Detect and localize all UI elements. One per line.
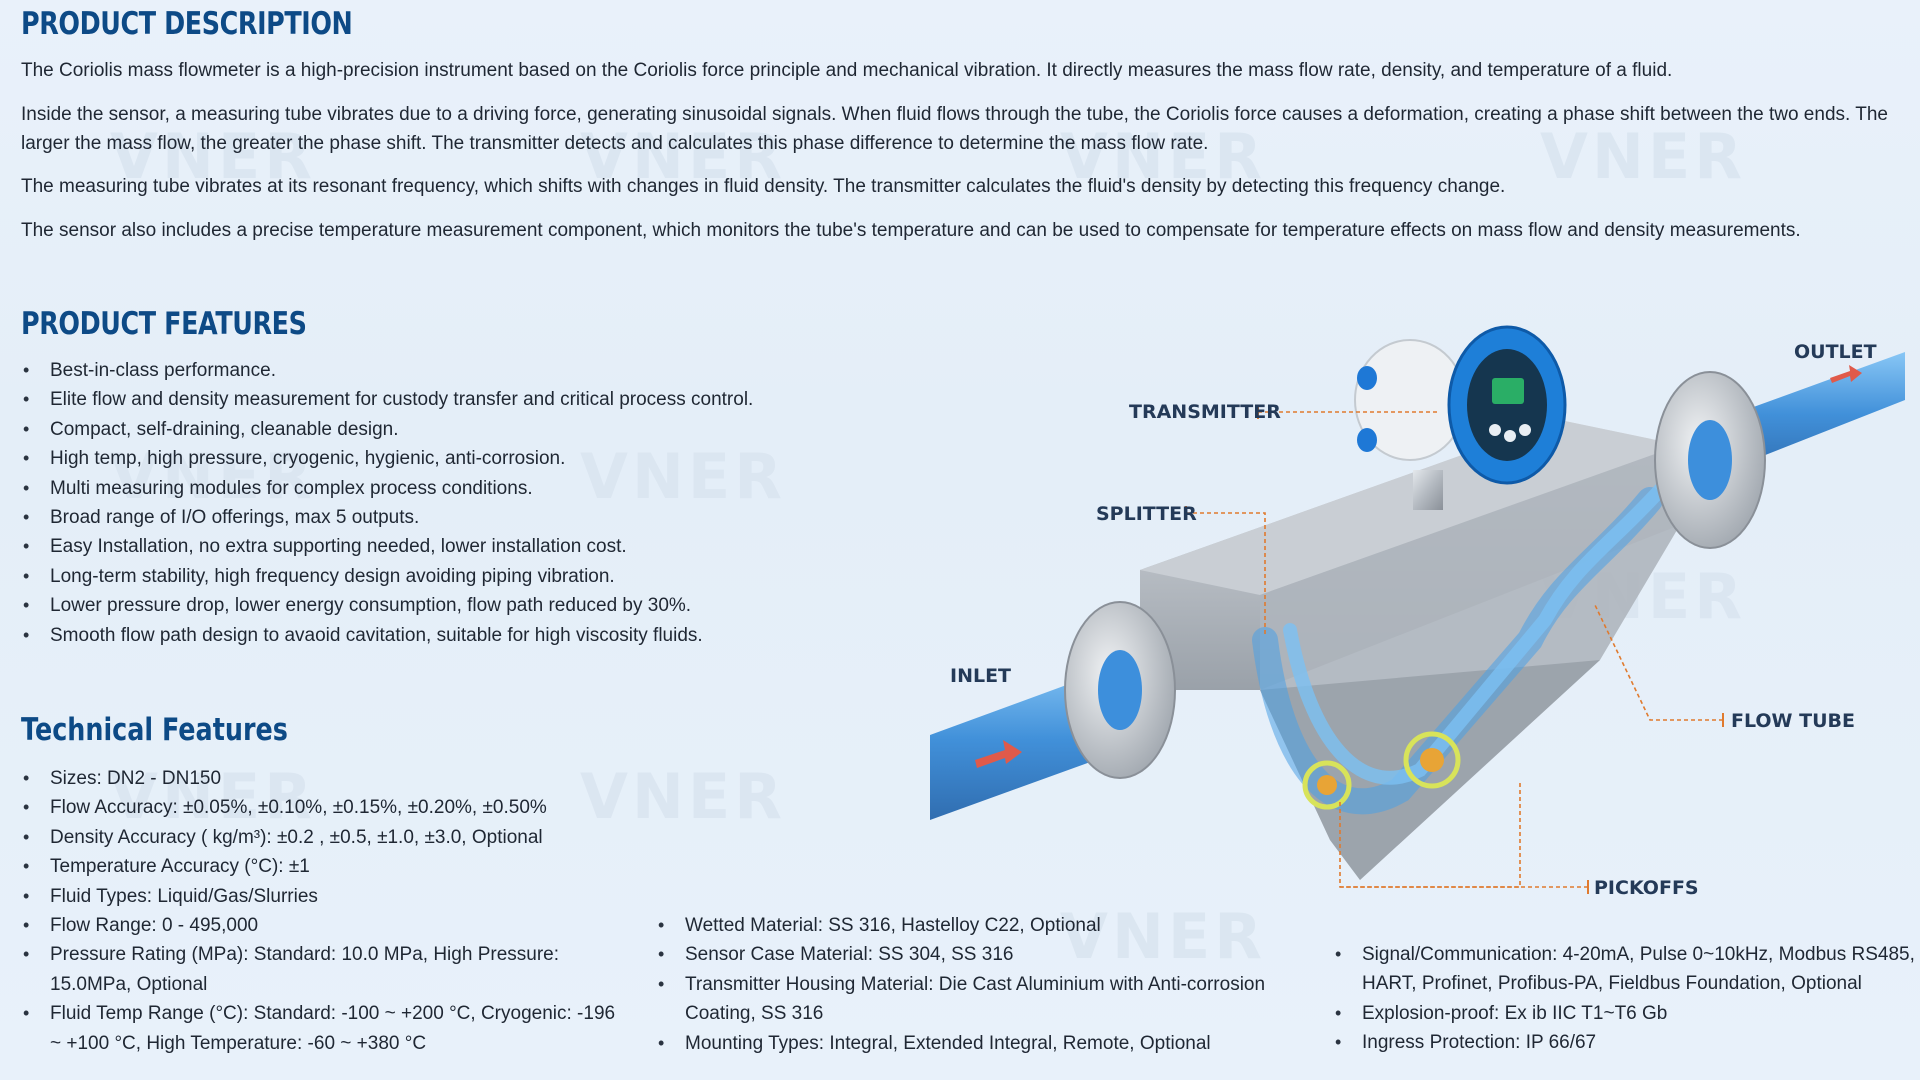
feature-item: Compact, self-draining, cleanable design… [21, 415, 921, 445]
feature-item: Multi measuring modules for complex proc… [21, 474, 921, 504]
spec-item: Temperature Accuracy (°C): ±1 [21, 852, 621, 882]
label-inlet: INLET [950, 665, 1011, 687]
technical-list-col1: Sizes: DN2 - DN150 Flow Accuracy: ±0.05%… [21, 764, 621, 1058]
section-heading-description: PRODUCT DESCRIPTION [21, 6, 353, 42]
spec-item: Fluid Types: Liquid/Gas/Slurries [21, 882, 621, 912]
spec-item: Explosion-proof: Ex ib IIC T1~T6 Gb [1333, 999, 1920, 1029]
feature-item: Easy Installation, no extra supporting n… [21, 532, 921, 562]
spec-item: Density Accuracy ( kg/m³): ±0.2 , ±0.5, … [21, 823, 621, 853]
spec-item: Pressure Rating (MPa): Standard: 10.0 MP… [21, 940, 621, 999]
feature-item: High temp, high pressure, cryogenic, hyg… [21, 444, 921, 474]
feature-item: Smooth flow path design to avaoid cavita… [21, 621, 921, 651]
feature-item: Lower pressure drop, lower energy consum… [21, 591, 921, 621]
label-outlet: OUTLET [1794, 341, 1877, 363]
spec-item: Transmitter Housing Material: Die Cast A… [656, 970, 1306, 1029]
description-paragraph-4: The sensor also includes a precise tempe… [21, 220, 1801, 241]
spec-item: Flow Range: 0 - 495,000 [21, 911, 621, 941]
features-list: Best-in-class performance. Elite flow an… [21, 356, 921, 650]
spec-item: Sensor Case Material: SS 304, SS 316 [656, 940, 1306, 970]
spec-item: Fluid Temp Range (°C): Standard: -100 ~ … [21, 999, 621, 1058]
label-pickoffs: PICKOFFS [1594, 877, 1699, 899]
spec-item: Wetted Material: SS 316, Hastelloy C22, … [656, 911, 1306, 941]
spec-item: Flow Accuracy: ±0.05%, ±0.10%, ±0.15%, ±… [21, 793, 621, 823]
feature-item: Elite flow and density measurement for c… [21, 385, 921, 415]
feature-item: Best-in-class performance. [21, 356, 921, 386]
spec-item: Signal/Communication: 4-20mA, Pulse 0~10… [1333, 940, 1920, 999]
description-paragraph-2: Inside the sensor, a measuring tube vibr… [21, 104, 1888, 154]
technical-list-col3: Signal/Communication: 4-20mA, Pulse 0~10… [1333, 940, 1920, 1058]
section-heading-features: PRODUCT FEATURES [21, 306, 307, 342]
pickoff-coil [1403, 731, 1461, 789]
label-transmitter: TRANSMITTER [1129, 401, 1281, 423]
spec-item: Ingress Protection: IP 66/67 [1333, 1028, 1920, 1058]
description-paragraph-3: The measuring tube vibrates at its reson… [21, 176, 1506, 197]
pickoff-coil [1302, 760, 1352, 810]
flowmeter-illustration: OUTLET TRANSMITTER SPLITTER INLET FLOW T… [930, 325, 1905, 899]
technical-list-col2: Wetted Material: SS 316, Hastelloy C22, … [656, 911, 1306, 1058]
spec-item: Sizes: DN2 - DN150 [21, 764, 621, 794]
feature-item: Broad range of I/O offerings, max 5 outp… [21, 503, 921, 533]
spec-item: Mounting Types: Integral, Extended Integ… [656, 1029, 1306, 1059]
callout-lines [1186, 411, 1723, 888]
section-heading-technical: Technical Features [21, 712, 288, 748]
feature-item: Long-term stability, high frequency desi… [21, 562, 921, 592]
description-paragraph-1: The Coriolis mass flowmeter is a high-pr… [21, 60, 1673, 81]
label-splitter: SPLITTER [1096, 503, 1197, 525]
label-flow-tube: FLOW TUBE [1731, 710, 1855, 732]
